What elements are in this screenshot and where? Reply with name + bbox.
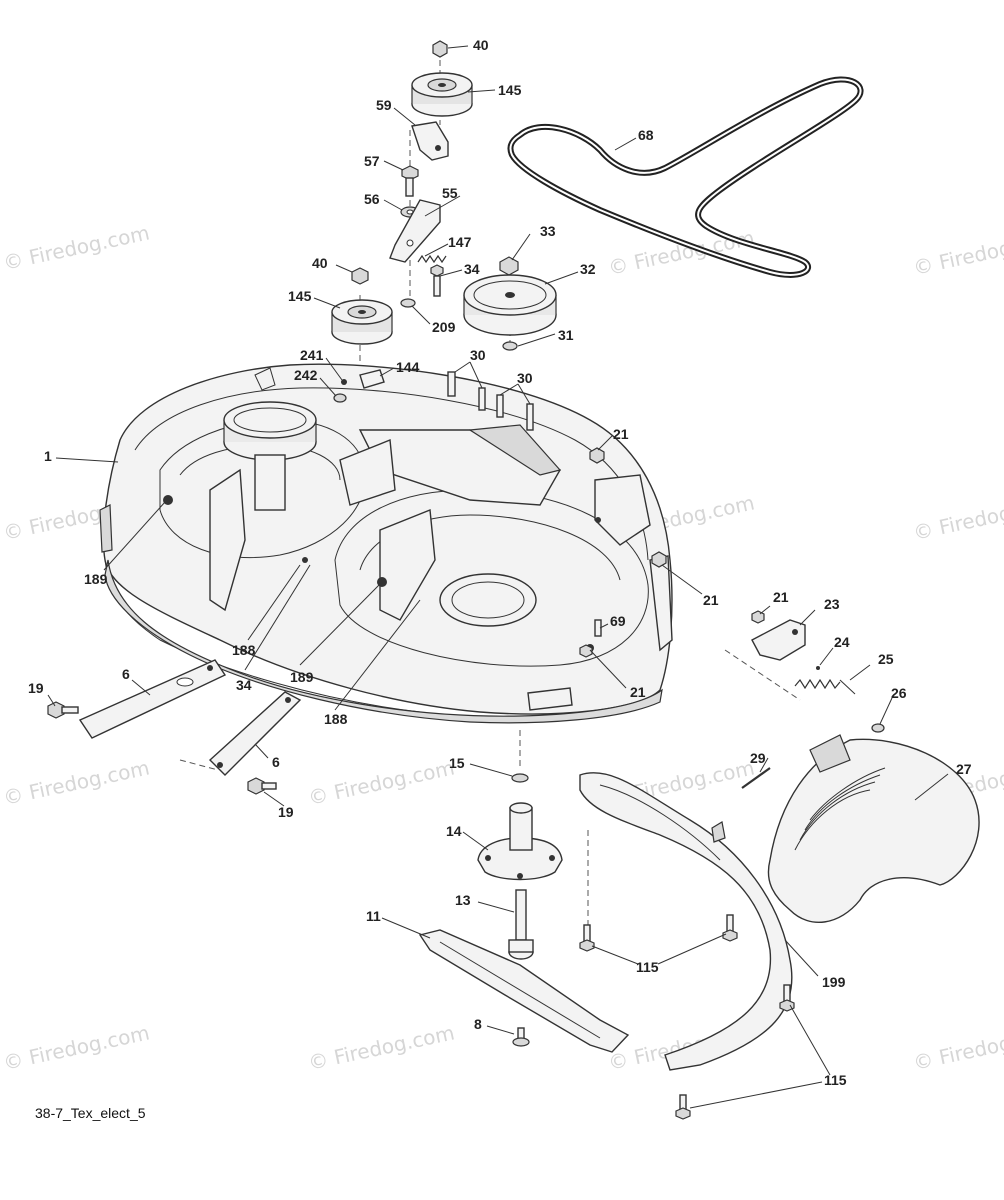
bolt-34-upper [430,264,444,297]
callout-57: 57 [364,153,380,169]
pulley-32 [463,274,557,336]
callout-21: 21 [613,426,629,442]
callout-31: 31 [558,327,574,343]
callout-56: 56 [364,191,380,207]
callout-30: 30 [470,347,486,363]
callout-26: 26 [891,685,907,701]
callout-188: 188 [232,642,256,658]
callout-29: 29 [750,750,766,766]
watermark: © Firedog.com [911,1020,1004,1074]
callout-199: 199 [822,974,846,990]
washer-15 [511,773,529,783]
callout-55: 55 [442,185,458,201]
deflector-199 [579,772,793,1071]
callout-19: 19 [28,680,44,696]
callout-13: 13 [455,892,471,908]
rod-29 [741,767,771,789]
callout-115: 115 [636,959,659,975]
washer-31 [502,341,518,351]
nut-40-lower [351,267,369,285]
spindle-shaft-13 [508,889,534,960]
watermark: © Firedog.com [306,755,456,809]
callout-1: 1 [44,448,52,464]
callout-30: 30 [517,370,533,386]
callout-21: 21 [773,589,789,605]
callout-24: 24 [834,634,850,650]
callout-33: 33 [540,223,556,239]
watermark: © Firedog.com [306,1020,456,1074]
callout-69: 69 [610,613,626,629]
nut-21-bracket [751,610,765,624]
callout-115: 115 [824,1072,847,1088]
callout-145: 145 [288,288,312,304]
callout-6: 6 [272,754,280,770]
bolt-57 [401,165,419,197]
idler-pulley-upper [411,40,473,117]
callout-241: 241 [300,347,324,363]
callout-23: 23 [824,596,840,612]
callout-11: 11 [366,908,381,924]
bolt-19-left [47,701,79,719]
callout-188: 188 [324,711,348,727]
hanger-arm-6-right [208,691,302,776]
callout-6: 6 [122,666,130,682]
bolts-115 [579,914,795,1120]
mower-deck-1 [99,363,673,724]
hanger-arm-6-left [78,659,227,739]
callout-19: 19 [278,804,294,820]
nut-40-upper [432,40,448,58]
callout-68: 68 [638,127,654,143]
callout-labels: 40 145 59 68 57 56 55 147 33 40 34 32 14… [28,37,972,1088]
callout-25: 25 [878,651,894,667]
watermark: © Firedog.com [1,755,151,809]
callout-189: 189 [84,571,108,587]
leader-lines [47,45,949,1109]
watermark: © Firedog.com [1,1020,151,1074]
callout-8: 8 [474,1016,482,1032]
blade-bolt-8 [512,1027,530,1047]
spring-147 [417,254,447,264]
idler-arm-55 [389,199,441,263]
callout-209: 209 [432,319,456,335]
callout-21: 21 [703,592,719,608]
diagram-caption: 38-7_Tex_elect_5 [35,1105,146,1121]
spindle-housing-14 [477,802,563,881]
spring-25 [794,678,856,695]
callout-15: 15 [449,755,465,771]
nuts-21 [579,447,667,658]
callout-34: 34 [464,261,480,277]
washer-26 [871,723,885,733]
chute-bracket-23 [751,619,806,661]
callout-189: 189 [290,669,314,685]
callout-147: 147 [448,234,472,250]
watermark: © Firedog.com [911,225,1004,279]
callout-40: 40 [312,255,328,271]
callout-27: 27 [956,761,972,777]
bracket-144 [333,369,385,403]
nut-33 [499,256,519,276]
callout-59: 59 [376,97,392,113]
watermark: © Firedog.com [606,225,756,279]
callout-145: 145 [498,82,522,98]
callout-40: 40 [473,37,489,53]
discharge-chute-27 [767,734,980,924]
watermark: © Firedog.com [911,490,1004,544]
drive-belt-68 [507,76,864,278]
callout-242: 242 [294,367,318,383]
pin-24 [816,666,820,670]
idler-pulley-lower [331,299,393,345]
watermark: © Firedog.com [1,220,151,274]
bolt-19-right [247,777,277,795]
callout-34: 34 [236,677,252,693]
washer-209 [400,298,416,308]
callout-144: 144 [396,359,420,375]
idler-bracket-59 [411,121,449,161]
blade-11 [418,929,630,1053]
callout-32: 32 [580,261,596,277]
callout-14: 14 [446,823,462,839]
callout-21: 21 [630,684,646,700]
